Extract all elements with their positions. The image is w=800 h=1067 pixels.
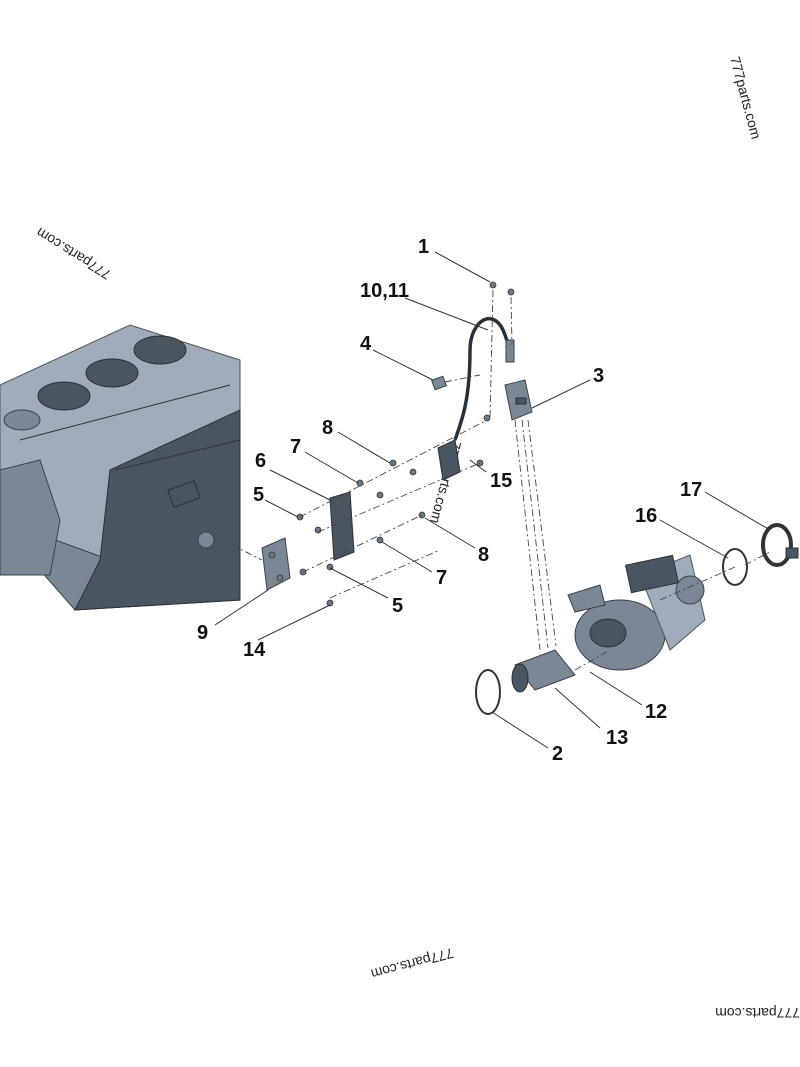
engine-block	[0, 324, 241, 611]
callout-13: 13	[606, 727, 628, 749]
callout-labels: 1 10,11 4 3 8 7 6 5 15 8 7 5 9 14 17 16 …	[197, 236, 702, 765]
callout-17: 17	[680, 479, 702, 501]
callout-10-11: 10,11	[360, 280, 409, 302]
assembly-lines	[231, 289, 771, 671]
callout-2: 2	[552, 743, 563, 765]
callout-14: 14	[243, 639, 266, 661]
callout-8-top: 8	[322, 417, 333, 439]
sensor-harness-10-11	[453, 316, 515, 441]
watermark-left: 777parts.com	[33, 225, 113, 284]
callout-5-top: 5	[253, 484, 264, 506]
clamp-ring-16	[722, 548, 748, 586]
callout-9: 9	[197, 622, 208, 644]
callout-6: 6	[255, 450, 266, 472]
fasteners	[296, 281, 515, 607]
callout-12: 12	[645, 701, 667, 723]
clip-4	[431, 375, 447, 391]
gasket-6	[329, 491, 355, 561]
cover-plate-9	[261, 537, 291, 591]
watermark-bottom-right: 777parts.com	[715, 1005, 800, 1021]
callout-8-bottom: 8	[478, 544, 489, 566]
leader-lines	[214, 251, 771, 749]
callout-16: 16	[635, 505, 657, 527]
callout-5-bottom: 5	[392, 595, 403, 617]
bracket-3	[504, 379, 533, 421]
callout-3: 3	[593, 365, 604, 387]
watermark-bottom: 777parts.com	[369, 945, 455, 982]
gasket-2	[475, 669, 501, 715]
v-band-clamp-17	[761, 523, 799, 567]
turbocharger-12	[567, 554, 706, 671]
callout-15: 15	[490, 470, 512, 492]
watermark-top-right: 777parts.com	[727, 55, 764, 141]
callout-1: 1	[418, 236, 429, 258]
callout-7-top: 7	[290, 436, 301, 458]
callout-4: 4	[360, 333, 372, 355]
callout-7-bottom: 7	[436, 567, 447, 589]
elbow-pipe-13	[511, 649, 576, 693]
